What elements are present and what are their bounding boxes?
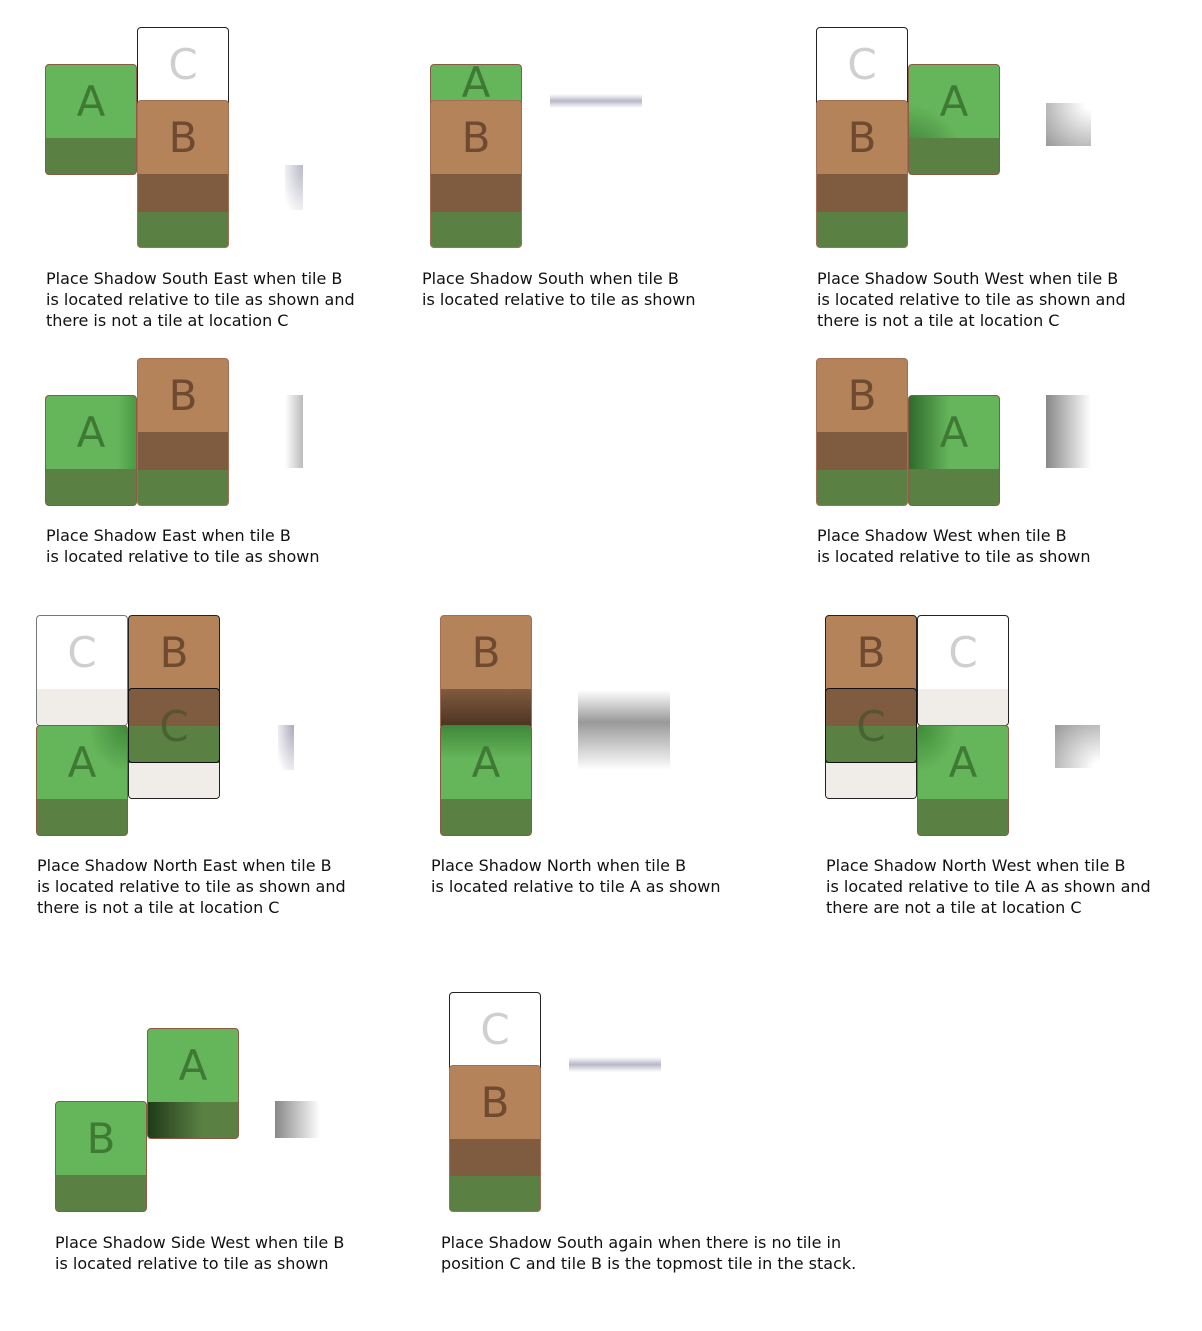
tile-label: C bbox=[480, 1005, 510, 1054]
tile-label: B bbox=[856, 628, 886, 677]
shadow-east bbox=[285, 395, 303, 468]
tile-b: B bbox=[449, 1065, 541, 1212]
caption-north-west: Place Shadow North West when tile B is lo… bbox=[826, 855, 1151, 918]
location-c-outline: C bbox=[825, 688, 917, 763]
shadow-north-west bbox=[1055, 725, 1100, 768]
tile-label: A bbox=[939, 77, 969, 126]
tile-a: A bbox=[45, 64, 137, 175]
tile-label: B bbox=[471, 628, 501, 677]
tile-a: A bbox=[440, 725, 532, 836]
caption-west: Place Shadow West when tile B is located … bbox=[817, 525, 1090, 567]
tile-a: A bbox=[36, 725, 128, 836]
tile-b: B bbox=[825, 615, 917, 799]
caption-line: Place Shadow South again when there is n… bbox=[441, 1233, 842, 1252]
caption-line: is located relative to tile as shown and bbox=[37, 877, 346, 896]
tile-label: B bbox=[847, 113, 877, 162]
caption-south-again: Place Shadow South again when there is n… bbox=[441, 1232, 856, 1274]
tile-label: A bbox=[178, 1041, 208, 1090]
caption-line: position C and tile B is the topmost til… bbox=[441, 1254, 857, 1273]
tile-a: A bbox=[908, 64, 1000, 175]
caption-line: there are not a tile at location C bbox=[826, 898, 1082, 917]
tile-a: A bbox=[147, 1028, 239, 1139]
shadow-north bbox=[578, 690, 670, 770]
caption-line: Place Shadow Side West when tile B bbox=[55, 1233, 345, 1252]
tile-c: C bbox=[36, 615, 128, 726]
caption-line: Place Shadow East when tile B bbox=[46, 526, 291, 545]
tile-a: A bbox=[908, 395, 1000, 506]
tile-c: C bbox=[917, 615, 1009, 726]
tile-label: B bbox=[480, 1078, 510, 1127]
caption-line: is located relative to tile A as shown bbox=[431, 877, 721, 896]
shadow-side-west bbox=[275, 1101, 320, 1138]
tile-b: B bbox=[128, 615, 220, 799]
tile-label: A bbox=[76, 77, 106, 126]
tile-label: B bbox=[847, 371, 877, 420]
tile-b: B bbox=[55, 1101, 147, 1212]
tile-b: B bbox=[137, 100, 229, 248]
caption-line: Place Shadow South when tile B bbox=[422, 269, 679, 288]
caption-line: is located relative to tile as shown bbox=[422, 290, 696, 309]
tile-label: B bbox=[168, 371, 198, 420]
caption-line: there is not a tile at location C bbox=[46, 311, 289, 330]
tile-label: B bbox=[159, 628, 189, 677]
caption-south-west: Place Shadow South West when tile B is lo… bbox=[817, 268, 1126, 331]
shadow-south bbox=[569, 1057, 661, 1072]
tile-label: A bbox=[471, 738, 501, 787]
caption-side-west: Place Shadow Side West when tile B is loc… bbox=[55, 1232, 344, 1274]
tile-label: C bbox=[168, 40, 198, 89]
caption-line: there is not a tile at location C bbox=[37, 898, 280, 917]
tile-label: B bbox=[461, 113, 491, 162]
tile-b: B bbox=[137, 358, 229, 506]
caption-line: is located relative to tile as shown bbox=[55, 1254, 329, 1273]
caption-line: is located relative to tile as shown bbox=[46, 547, 320, 566]
tile-label: C bbox=[948, 628, 978, 677]
tile-label: A bbox=[948, 738, 978, 787]
tile-b: B bbox=[816, 358, 908, 506]
caption-line: is located relative to tile as shown and bbox=[46, 290, 355, 309]
tile-label: C bbox=[847, 40, 877, 89]
tile-label: A bbox=[461, 64, 491, 107]
tile-c: C bbox=[449, 992, 541, 1072]
caption-line: is located relative to tile as shown bbox=[817, 547, 1091, 566]
tile-label: C bbox=[67, 628, 97, 677]
tile-b: B bbox=[816, 100, 908, 248]
caption-south-east: Place Shadow South East when tile B is lo… bbox=[46, 268, 355, 331]
caption-line: Place Shadow South East when tile B bbox=[46, 269, 343, 288]
location-c-outline: C bbox=[128, 688, 220, 763]
tile-label: A bbox=[939, 408, 969, 457]
tile-a: A bbox=[45, 395, 137, 506]
shadow-west bbox=[1046, 395, 1091, 468]
tile-label: A bbox=[67, 738, 97, 787]
tile-label: C bbox=[856, 702, 886, 751]
tile-c: C bbox=[137, 27, 229, 107]
shadow-south bbox=[550, 94, 642, 108]
caption-line: Place Shadow North East when tile B bbox=[37, 856, 332, 875]
caption-line: is located relative to tile as shown and bbox=[817, 290, 1126, 309]
tile-label: B bbox=[168, 113, 198, 162]
shadow-north-east bbox=[278, 725, 294, 770]
caption-east: Place Shadow East when tile B is located … bbox=[46, 525, 319, 567]
caption-south: Place Shadow South when tile B is located… bbox=[422, 268, 695, 310]
tile-a: A bbox=[917, 725, 1009, 836]
caption-line: Place Shadow North when tile B bbox=[431, 856, 687, 875]
caption-line: Place Shadow North West when tile B bbox=[826, 856, 1126, 875]
shadow-south-east bbox=[285, 165, 303, 210]
caption-line: is located relative to tile A as shown a… bbox=[826, 877, 1151, 896]
caption-line: Place Shadow South West when tile B bbox=[817, 269, 1119, 288]
caption-line: there is not a tile at location C bbox=[817, 311, 1060, 330]
shadow-south-west bbox=[1046, 103, 1091, 146]
tile-label: B bbox=[86, 1114, 116, 1163]
tile-label: C bbox=[159, 702, 189, 751]
caption-north: Place Shadow North when tile B is located… bbox=[431, 855, 721, 897]
caption-north-east: Place Shadow North East when tile B is lo… bbox=[37, 855, 346, 918]
tile-label: A bbox=[76, 408, 106, 457]
tile-c: C bbox=[816, 27, 908, 107]
tile-b: B bbox=[440, 615, 532, 730]
caption-line: Place Shadow West when tile B bbox=[817, 526, 1067, 545]
tile-b: B bbox=[430, 100, 522, 248]
